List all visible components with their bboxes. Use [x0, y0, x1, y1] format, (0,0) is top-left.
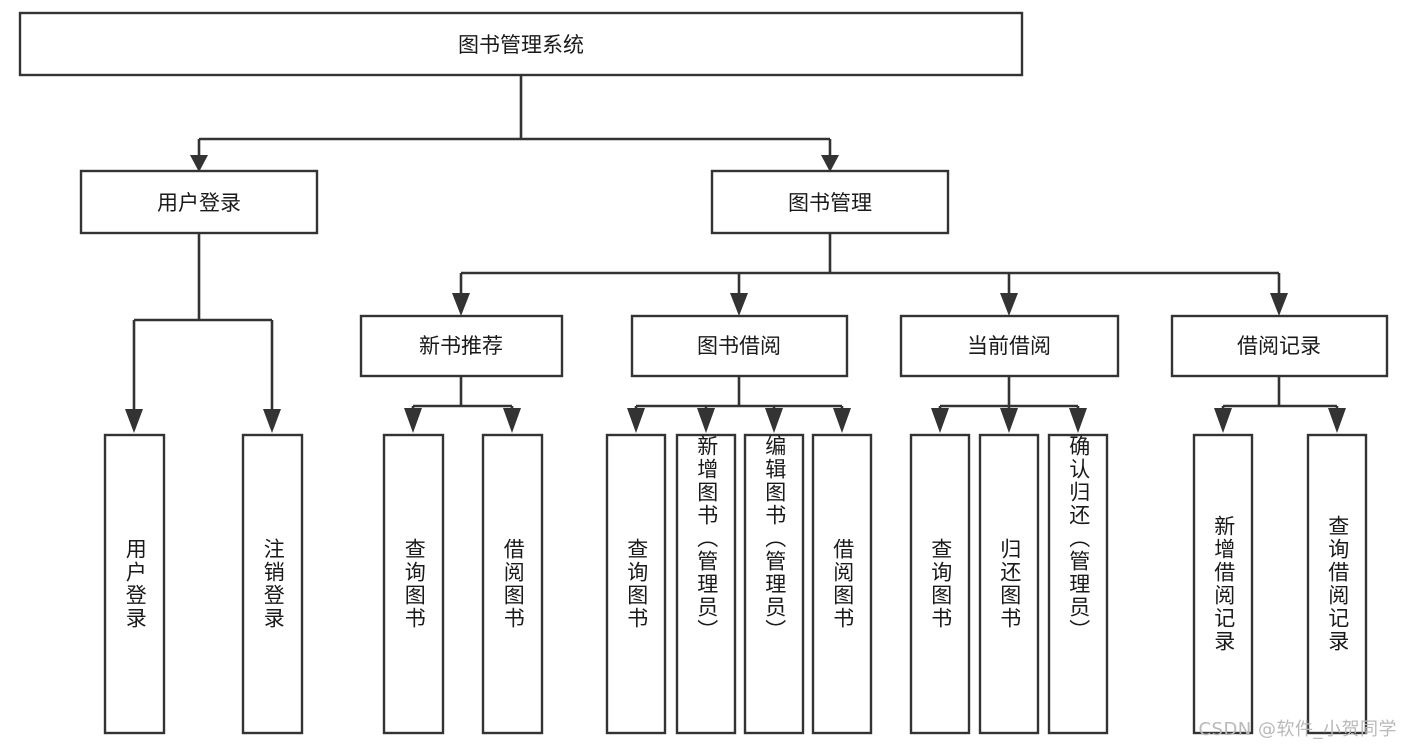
leaf-box-layer [103, 433, 1368, 735]
node-user-login-box[interactable] [79, 169, 319, 235]
arrowhead-current-borrow [1000, 293, 1018, 316]
arrowhead-book-borrow [730, 293, 748, 316]
leaf-box-query-book-3[interactable] [909, 433, 971, 735]
node-user-login-label: 用户登录 [157, 191, 241, 215]
leaf-box-confirm-return[interactable] [1047, 433, 1109, 735]
node-new-book-recommend-label: 新书推荐 [419, 334, 503, 358]
arrowhead-leaf-borrow-book-1 [503, 408, 521, 433]
arrowhead-leaf-query-book-1 [404, 408, 422, 433]
arrowhead-leaf-query-book-3 [931, 408, 949, 433]
node-borrow-record[interactable]: 借阅记录 [1170, 314, 1389, 378]
arrowhead-leaf-return-book [1000, 408, 1018, 433]
arrowhead-leaf-add-book [697, 408, 715, 433]
leaf-box-query-record[interactable] [1306, 433, 1368, 735]
arrowhead-leaf-query-book-2 [627, 408, 645, 433]
node-book-manage-box[interactable] [710, 169, 950, 235]
node-book-borrow-box[interactable] [630, 314, 849, 378]
arrowhead-leaf-user-login [125, 409, 143, 433]
connector-layer [125, 76, 1346, 433]
leaf-box-borrow-book-2[interactable] [811, 433, 873, 735]
node-book-borrow[interactable]: 图书借阅 [630, 314, 849, 378]
arrowhead-book-manage [821, 155, 839, 172]
node-borrow-record-label: 借阅记录 [1237, 334, 1321, 358]
node-root-box[interactable] [18, 11, 1024, 77]
node-book-manage[interactable]: 图书管理 [710, 169, 950, 235]
node-borrow-record-box[interactable] [1170, 314, 1389, 378]
arrowhead-leaf-borrow-book-2 [833, 408, 851, 433]
arrowhead-leaf-user-logout [263, 409, 281, 433]
leaf-box-user-logout[interactable] [241, 433, 304, 735]
arrowhead-user-login [190, 155, 208, 172]
node-book-manage-label: 图书管理 [788, 191, 872, 215]
node-root[interactable]: 图书管理系统 [18, 11, 1024, 77]
arrowhead-borrow-record [1270, 293, 1288, 316]
leaf-box-add-record[interactable] [1192, 433, 1254, 735]
node-new-book-recommend[interactable]: 新书推荐 [359, 314, 564, 378]
arrowhead-new-book [452, 293, 470, 316]
arrowhead-leaf-confirm-return [1069, 408, 1087, 433]
node-new-book-recommend-box[interactable] [359, 314, 564, 378]
leaf-box-add-book[interactable] [675, 433, 737, 735]
leaf-box-borrow-book-1[interactable] [481, 433, 544, 735]
csdn-watermark: CSDN @软件_小贺同学 [1198, 719, 1397, 740]
leaf-box-query-book-1[interactable] [382, 433, 445, 735]
leaf-box-edit-book[interactable] [743, 433, 805, 735]
node-current-borrow-label: 当前借阅 [967, 334, 1051, 358]
node-user-login[interactable]: 用户登录 [79, 169, 319, 235]
leaf-box-query-book-2[interactable] [605, 433, 667, 735]
node-book-borrow-label: 图书借阅 [697, 334, 781, 358]
node-current-borrow-box[interactable] [899, 314, 1120, 378]
node-root-label: 图书管理系统 [458, 33, 584, 57]
arrowhead-leaf-query-record [1328, 408, 1346, 433]
leaf-box-user-login[interactable] [103, 433, 166, 735]
arrowhead-leaf-edit-book [765, 408, 783, 433]
node-current-borrow[interactable]: 当前借阅 [899, 314, 1120, 378]
arrowhead-leaf-add-record [1214, 408, 1232, 433]
leaf-box-return-book[interactable] [978, 433, 1040, 735]
